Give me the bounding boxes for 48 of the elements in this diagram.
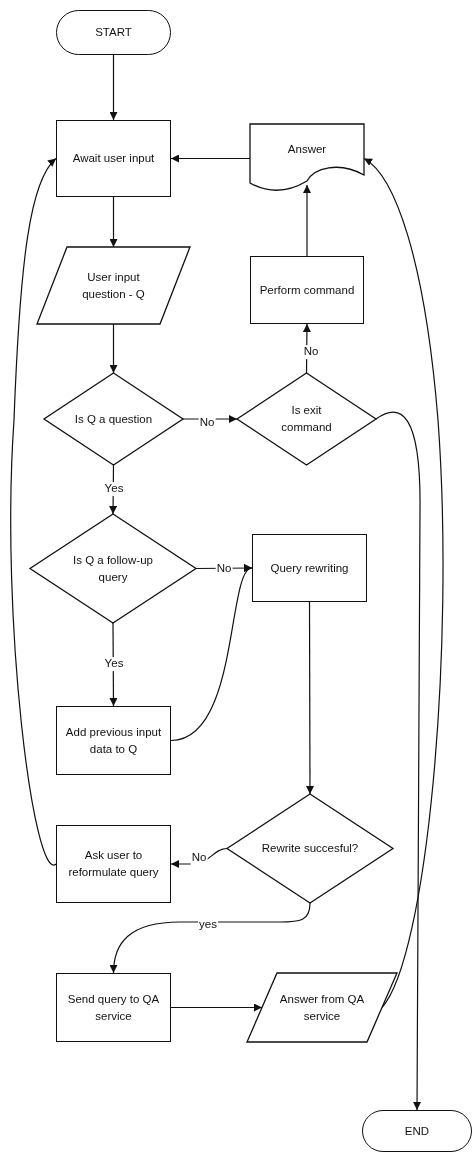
data-parallelogram	[37, 247, 190, 324]
process-box	[250, 256, 364, 324]
arrow	[109, 902, 311, 974]
arrow	[109, 54, 118, 121]
process-box	[56, 706, 171, 775]
node-label: START	[95, 25, 132, 41]
edge-label: yes	[198, 918, 218, 932]
data-parallelogram	[247, 973, 397, 1042]
edge-label: No	[190, 851, 208, 865]
node-label: Query rewriting	[270, 560, 349, 576]
arrow	[109, 622, 118, 707]
arrow	[109, 323, 118, 374]
document-shape	[250, 124, 364, 193]
node-label: Answer from QA service	[278, 991, 366, 1024]
process-box	[56, 973, 171, 1042]
arrow	[170, 154, 251, 163]
process-box	[56, 825, 171, 903]
node-label: END	[404, 1123, 430, 1139]
node-label: Perform command	[259, 282, 355, 298]
node-label: Is Q a question	[74, 411, 153, 427]
arrow	[170, 567, 253, 742]
process-box	[252, 534, 367, 602]
edge-label: Yes	[103, 482, 125, 496]
edge-label: No	[302, 345, 320, 359]
node-label: Await user input	[72, 151, 155, 167]
decision-diamond	[44, 373, 183, 465]
arrow	[10, 157, 57, 865]
node-label: Is exit command	[280, 403, 333, 435]
terminal-shape	[362, 1110, 472, 1152]
arrow	[170, 1003, 263, 1012]
node-label: Send query to QA service	[66, 991, 161, 1024]
arrow	[375, 411, 422, 1111]
node-label: Rewrite succesful?	[261, 841, 359, 857]
arrow	[170, 847, 228, 868]
arrow	[303, 184, 311, 257]
arrow	[306, 601, 314, 795]
node-label: Add previous input data to Q	[65, 724, 162, 757]
node-label: Answer	[287, 142, 327, 158]
node-label: Ask user to reformulate query	[67, 848, 160, 880]
node-label: User input question - Q	[81, 269, 146, 302]
node-label: Is Q a follow-up query	[72, 552, 154, 585]
process-box	[56, 120, 171, 197]
arrow	[109, 196, 118, 248]
decision-diamond	[237, 373, 376, 465]
decision-diamond	[30, 514, 196, 623]
decision-diamond	[227, 794, 393, 903]
edge-label: Yes	[103, 657, 125, 671]
terminal-shape	[56, 10, 171, 55]
